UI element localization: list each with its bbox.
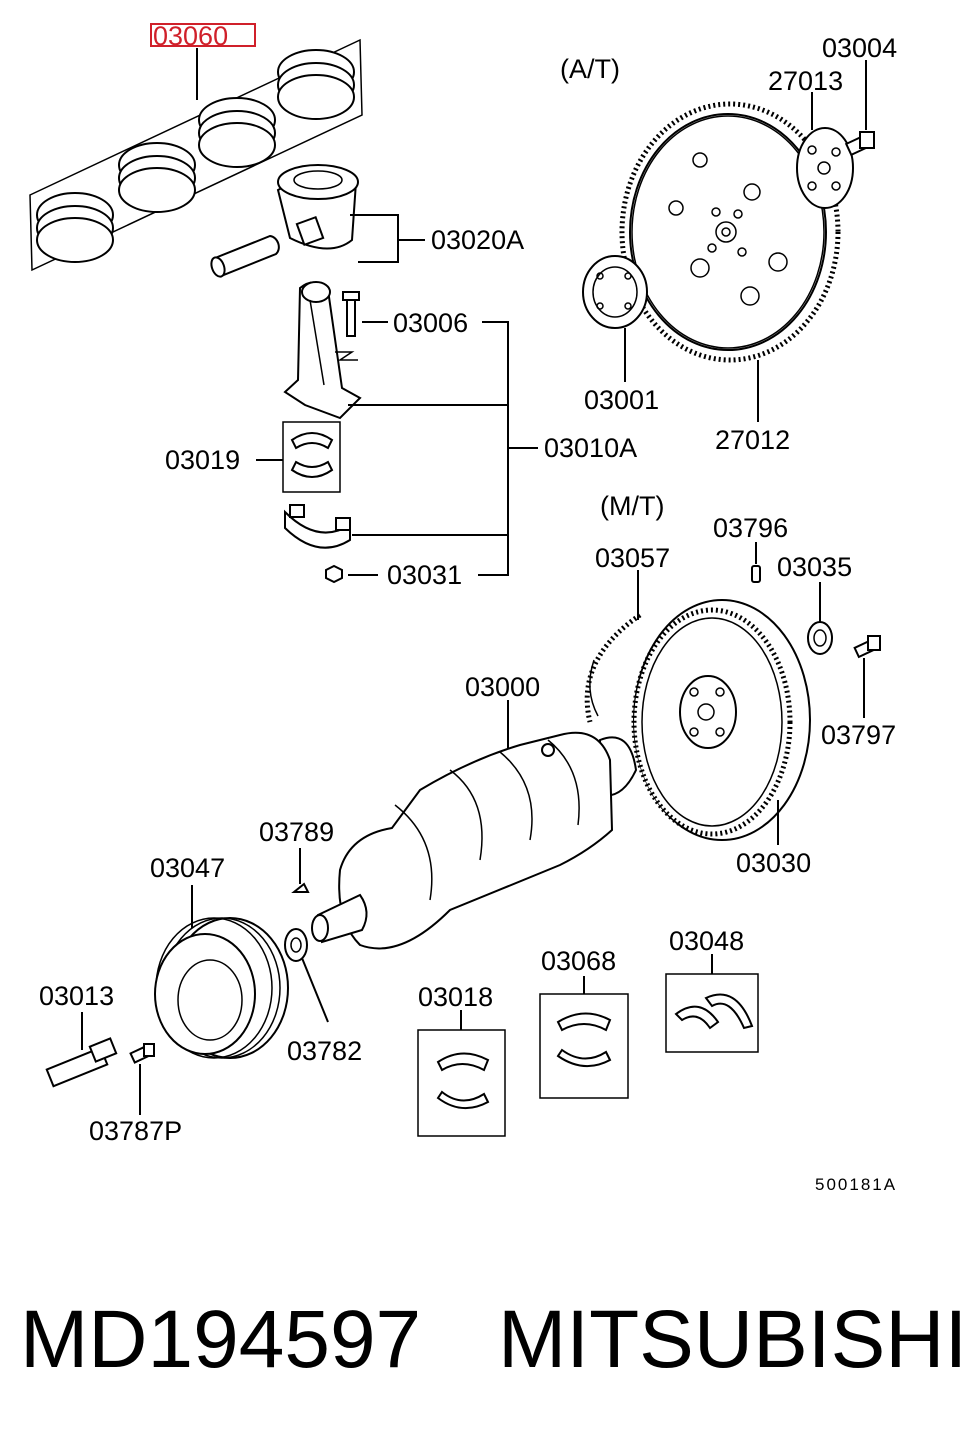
label-03035[interactable]: 03035 [777,552,852,582]
crankshaft[interactable] [311,731,638,950]
label-03068[interactable]: 03068 [541,946,616,976]
label-03057[interactable]: 03057 [595,543,670,573]
rod-cap[interactable] [284,504,351,549]
rod-bolt[interactable] [342,291,360,337]
label-03020A[interactable]: 03020A [431,225,524,255]
piston[interactable] [276,164,359,250]
upper-bearing-box[interactable] [539,993,629,1099]
connecting-rod[interactable] [283,281,362,420]
pulley-bolt[interactable] [45,1037,118,1088]
label-03004[interactable]: 03004 [822,33,897,63]
label-03048[interactable]: 03048 [669,926,744,956]
piston-ring-set[interactable] [29,38,363,272]
label-03789[interactable]: 03789 [259,817,334,847]
crankshaft-pulley[interactable] [154,917,289,1059]
flywheel-bolt[interactable] [853,635,881,659]
label-03030[interactable]: 03030 [736,848,811,878]
label-27013[interactable]: 27013 [768,66,843,96]
piston-pin[interactable] [209,234,280,278]
pilot-bearing[interactable] [807,621,833,655]
crank-spacer[interactable] [284,928,308,962]
adapter-plate[interactable] [796,127,854,209]
label-03782[interactable]: 03782 [287,1036,362,1066]
brand-name: MITSUBISHI [498,1294,960,1385]
part-number: MD194597 [20,1294,421,1385]
label-27012[interactable]: 27012 [715,425,790,455]
drive-plate[interactable] [619,101,841,363]
woodruff-key[interactable] [291,882,310,893]
svg-text:03060: 03060 [153,21,228,51]
label-03010A[interactable]: 03010A [544,433,637,463]
main-bearing-box[interactable] [417,1029,506,1137]
flywheel[interactable] [631,599,811,841]
label-at: (A/T) [560,54,620,84]
ring-gear[interactable] [584,612,642,723]
label-mt: (M/T) [600,491,664,521]
label-03047[interactable]: 03047 [150,853,225,883]
drawing-number: 500181A [815,1175,897,1194]
label-03060[interactable]: 03060 [150,21,256,51]
label-03000[interactable]: 03000 [465,672,540,702]
label-03001[interactable]: 03001 [584,385,659,415]
label-03787P[interactable]: 03787P [89,1116,182,1146]
thrust-bearing-box[interactable] [665,973,759,1053]
label-03031[interactable]: 03031 [387,560,462,590]
flex-plate-bolt[interactable] [844,131,875,157]
label-03796[interactable]: 03796 [713,513,788,543]
label-03013[interactable]: 03013 [39,981,114,1011]
small-bolt[interactable] [129,1043,155,1064]
ring-spacer[interactable] [582,255,648,329]
label-03006[interactable]: 03006 [393,308,468,338]
label-03019[interactable]: 03019 [165,445,240,475]
rod-nut[interactable] [325,564,343,584]
label-03018[interactable]: 03018 [418,982,493,1012]
dowel-pin[interactable] [751,565,761,583]
label-03797[interactable]: 03797 [821,720,896,750]
rod-bearing-box[interactable] [282,421,341,493]
